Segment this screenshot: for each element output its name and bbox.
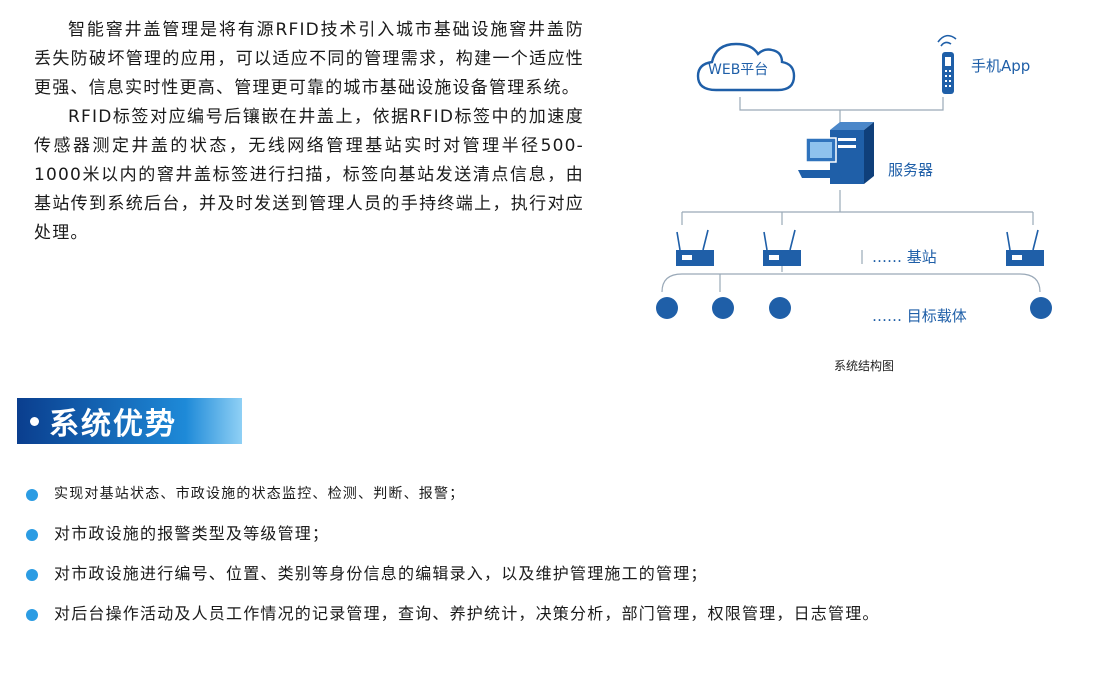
target-carrier-label: …… 目标载体	[872, 307, 967, 325]
section-title: 系统优势	[49, 407, 177, 442]
benefit-text: 对后台操作活动及人员工作情况的记录管理，查询、养护统计，决策分析，部门管理，权限…	[54, 604, 880, 623]
benefit-text: 对市政设施进行编号、位置、类别等身份信息的编辑录入，以及维护管理施工的管理；	[54, 564, 708, 583]
diagram-caption: 系统结构图	[834, 359, 895, 373]
intro-paragraph-2: RFID标签对应编号后镶嵌在井盖上，依据RFID标签中的加速度传感器测定井盖的状…	[34, 107, 584, 243]
router-icon	[763, 229, 801, 266]
cloud-label: WEB平台	[708, 62, 769, 78]
connection-lines	[661, 97, 1041, 293]
list-item: 对市政设施进行编号、位置、类别等身份信息的编辑录入，以及维护管理施工的管理；	[26, 558, 1096, 598]
list-item: 对市政设施的报警类型及等级管理；	[26, 518, 1096, 558]
benefit-text: 对市政设施的报警类型及等级管理；	[54, 524, 330, 543]
server-icon	[798, 122, 874, 184]
section-header: 系统优势	[17, 398, 242, 444]
benefit-list: 实现对基站状态、市政设施的状态监控、检测、判断、报警； 对市政设施的报警类型及等…	[26, 478, 1096, 638]
base-station-label: …… 基站	[872, 248, 937, 266]
intro-text: 智能窨井盖管理是将有源RFID技术引入城市基础设施窨井盖防丢失防破坏管理的应用，…	[34, 16, 584, 248]
router-icon	[676, 229, 714, 266]
bullet-icon	[26, 609, 38, 621]
phone-label: 手机App	[971, 57, 1031, 75]
bullet-icon	[26, 569, 38, 581]
router-icon	[1006, 229, 1044, 266]
target-dot-icon	[656, 297, 678, 319]
server-label: 服务器	[888, 161, 934, 179]
cloud-icon	[696, 42, 796, 92]
target-dot-icon	[1030, 297, 1052, 319]
bullet-icon	[26, 529, 38, 541]
diagram-graphics	[656, 34, 1052, 319]
intro-paragraph-1: 智能窨井盖管理是将有源RFID技术引入城市基础设施窨井盖防丢失防破坏管理的应用，…	[34, 20, 584, 98]
target-dot-icon	[712, 297, 734, 319]
list-item: 实现对基站状态、市政设施的状态监控、检测、判断、报警；	[26, 478, 1096, 518]
mobile-phone-icon	[937, 34, 957, 94]
section-bullet-icon	[30, 416, 39, 426]
benefit-text: 实现对基站状态、市政设施的状态监控、检测、判断、报警；	[54, 486, 465, 502]
bullet-icon	[26, 489, 38, 501]
target-dot-icon	[769, 297, 791, 319]
list-item: 对后台操作活动及人员工作情况的记录管理，查询、养护统计，决策分析，部门管理，权限…	[26, 598, 1096, 638]
system-structure-diagram: WEB平台 手机App 服务器 …… 基站 …… 目标载体 系统结构图	[640, 20, 1080, 380]
